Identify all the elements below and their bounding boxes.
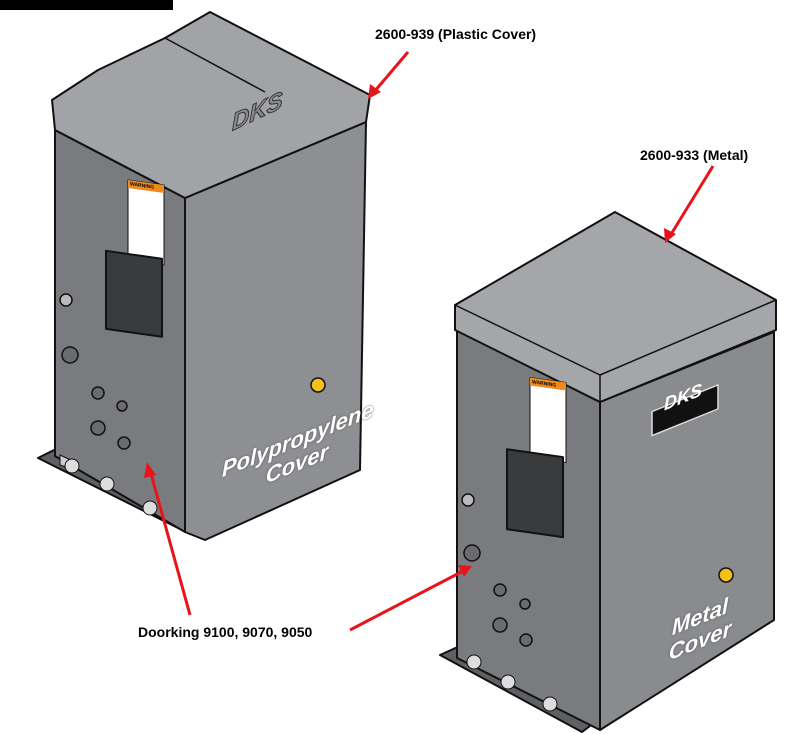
arrow-models-left <box>148 469 192 616</box>
right-unit-top <box>454 211 777 403</box>
bolt-icon <box>64 458 80 474</box>
bolt-icon <box>466 654 482 670</box>
key-lock-icon <box>310 377 326 393</box>
metal-cover-unit <box>439 211 777 733</box>
bolt-icon <box>542 696 558 712</box>
warning-label <box>529 376 567 464</box>
models-label: Doorking 9100, 9070, 9050 <box>138 624 313 640</box>
plastic-cover-label: 2600-939 (Plastic Cover) <box>375 26 537 42</box>
top-black-bar <box>0 0 173 10</box>
key-lock-icon <box>59 293 73 307</box>
metal-cover-label: 2600-933 (Metal) <box>640 147 749 163</box>
callout-arrows <box>144 51 715 632</box>
arrow-metal <box>668 165 715 237</box>
warning-label <box>127 179 165 266</box>
plastic-cover-unit <box>37 11 371 541</box>
dks-logo-badge <box>651 384 719 437</box>
key-lock-icon <box>718 567 734 583</box>
bolt-icon <box>142 500 158 516</box>
key-lock-icon <box>461 493 475 507</box>
bolt-icon <box>500 674 516 690</box>
keypad[interactable] <box>105 249 163 338</box>
arrow-models-right <box>349 568 466 632</box>
keypad[interactable] <box>506 448 564 539</box>
arrow-plastic-cover <box>372 51 410 93</box>
bolt-icon <box>99 476 115 492</box>
